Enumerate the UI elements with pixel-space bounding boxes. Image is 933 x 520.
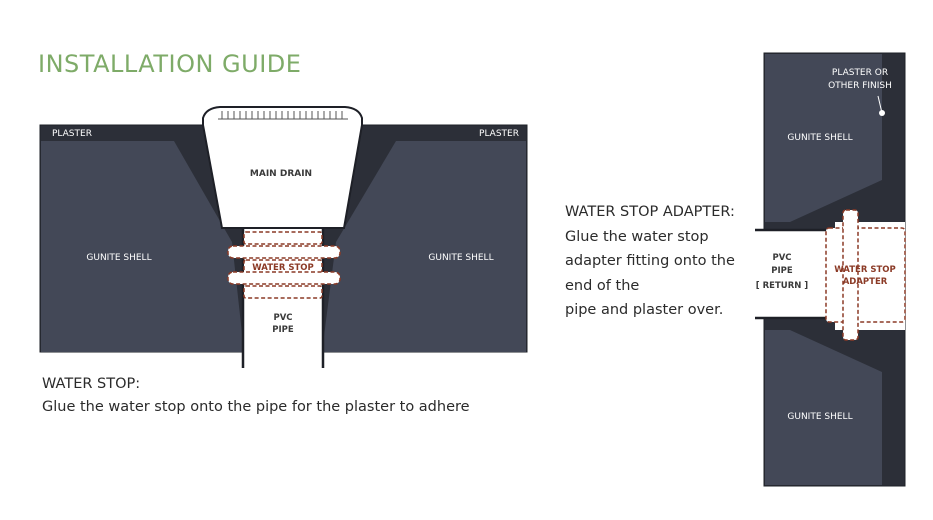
water-stop-label: WATER STOP (252, 263, 313, 273)
water-stop-caption: WATER STOP: Glue the water stop onto the… (42, 373, 470, 419)
adapter-caption-line: WATER STOP ADAPTER: (565, 204, 735, 220)
plaster-left-label: PLASTER (52, 129, 92, 139)
pvc-pipe-label-line1: PVC (273, 313, 292, 323)
gunite-shell-top-shape (765, 54, 882, 222)
gunite-shell-left-shape (41, 141, 244, 352)
pvc-pipe-label-line2: PIPE (272, 325, 294, 335)
return-pipe-label-line2: PIPE (771, 266, 793, 276)
return-pipe-label-line3: [ RETURN ] (756, 281, 809, 291)
gunite-shell-bottom-shape (765, 330, 882, 485)
water-stop-caption-heading: WATER STOP: (42, 376, 141, 392)
adapter-label-line1: WATER STOP (834, 265, 895, 275)
water-stop-adapter-shape (825, 209, 906, 341)
adapter-caption-line: pipe and plaster over. (565, 302, 724, 318)
plaster-finish-label-line1: PLASTER OR (832, 68, 888, 78)
return-pipe-shape (755, 230, 835, 318)
plaster-right-label: PLASTER (479, 129, 519, 139)
return-pipe-label-line1: PVC (772, 253, 791, 263)
gunite-shell-right-label: GUNITE SHELL (428, 253, 493, 263)
gunite-shell-bottom-label: GUNITE SHELL (787, 412, 852, 422)
main-drain-shape (202, 106, 363, 229)
gunite-shell-right-shape (322, 141, 526, 352)
adapter-caption-line: Glue the water stop (565, 228, 709, 245)
return-adapter-diagram: PLASTER OR OTHER FINISH GUNITE SHELL GUN… (755, 52, 906, 487)
page-title: INSTALLATION GUIDE (38, 50, 302, 78)
plaster-finish-label-line2: OTHER FINISH (828, 81, 892, 91)
water-stop-shape (227, 231, 341, 299)
adapter-caption: WATER STOP ADAPTER: Glue the water stop … (565, 200, 735, 323)
gunite-shell-top-label: GUNITE SHELL (787, 133, 852, 143)
drain-grate (218, 111, 348, 120)
water-stop-caption-body: Glue the water stop onto the pipe for th… (42, 399, 470, 415)
adapter-caption-line: end of the (565, 277, 640, 294)
main-drain-diagram: PLASTER PLASTER MAIN DRAIN GUNITE SHELL … (39, 106, 528, 368)
adapter-label-line2: ADAPTER (843, 277, 888, 287)
gunite-shell-left-label: GUNITE SHELL (86, 253, 151, 263)
main-drain-label: MAIN DRAIN (250, 169, 312, 179)
adapter-caption-line: adapter fitting onto the (565, 253, 735, 269)
